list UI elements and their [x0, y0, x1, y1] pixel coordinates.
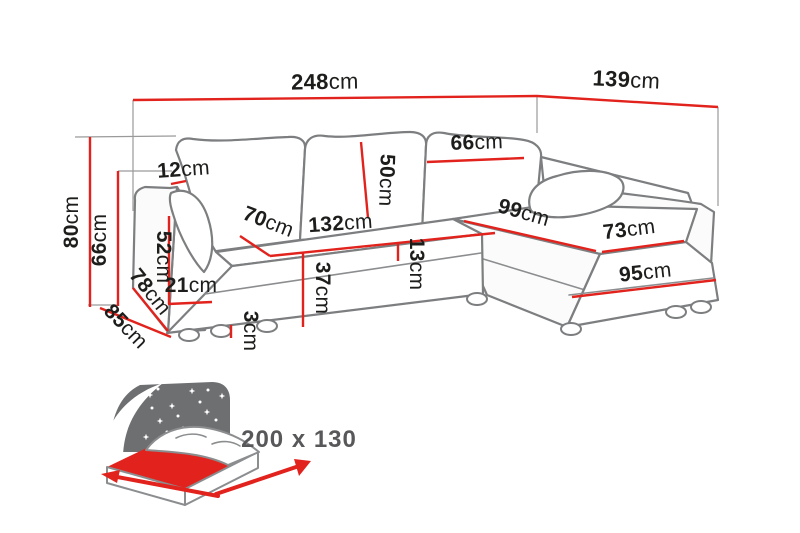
dim-line-95 — [571, 278, 717, 299]
dim-label-52: 52cm — [152, 231, 175, 284]
dim-label-3: 3cm — [239, 311, 262, 352]
dim-line-66-cushion — [426, 156, 525, 164]
blanket — [145, 425, 260, 466]
dim-line-70 — [239, 235, 271, 257]
dim-line-12 — [170, 179, 187, 186]
dim-label-95: 95cm — [618, 258, 673, 286]
dim-line-85 — [99, 306, 172, 339]
dimension-lines — [88, 94, 719, 339]
dim-line-139 — [536, 94, 719, 109]
dim-label-50: 50cm — [374, 154, 399, 207]
sleeping-area-badge: 200 x 130 — [101, 382, 357, 506]
dim-line-21 — [167, 300, 213, 306]
dim-line-78 — [132, 287, 169, 332]
dim-label-132: 132cm — [308, 210, 374, 237]
dim-label-66-left: 66cm — [88, 214, 111, 267]
dim-label-80: 80cm — [60, 196, 83, 249]
left-armrest — [131, 185, 179, 334]
back-cushion-middle — [298, 130, 428, 242]
width-arrow — [110, 474, 220, 498]
dim-line-132 — [269, 231, 496, 258]
dim-label-12: 12cm — [157, 156, 211, 183]
sofa-illustration — [131, 130, 720, 342]
dim-label-13: 13cm — [405, 238, 428, 291]
dim-line-73 — [601, 239, 685, 254]
dim-label-139: 139cm — [592, 65, 661, 94]
chaise-pillow — [528, 169, 625, 219]
dim-line-50 — [359, 141, 370, 219]
dim-line-99 — [463, 219, 597, 253]
length-arrow — [214, 463, 304, 496]
dim-line-248 — [132, 94, 538, 102]
dim-label-73: 73cm — [602, 215, 657, 244]
dim-label-37: 37cm — [311, 262, 334, 315]
left-armrest-cushion — [168, 189, 214, 274]
dim-label-66-cushion: 66cm — [450, 130, 503, 155]
dim-label-21: 21cm — [165, 274, 218, 297]
sofa-legs — [178, 292, 712, 342]
moon-crescent-icon — [103, 383, 163, 456]
helper-lines — [74, 96, 719, 306]
sleeping-function-bed-icon — [101, 382, 311, 506]
sleeping-area-size: 200 x 130 — [241, 426, 357, 453]
dim-label-248: 248cm — [291, 68, 359, 94]
